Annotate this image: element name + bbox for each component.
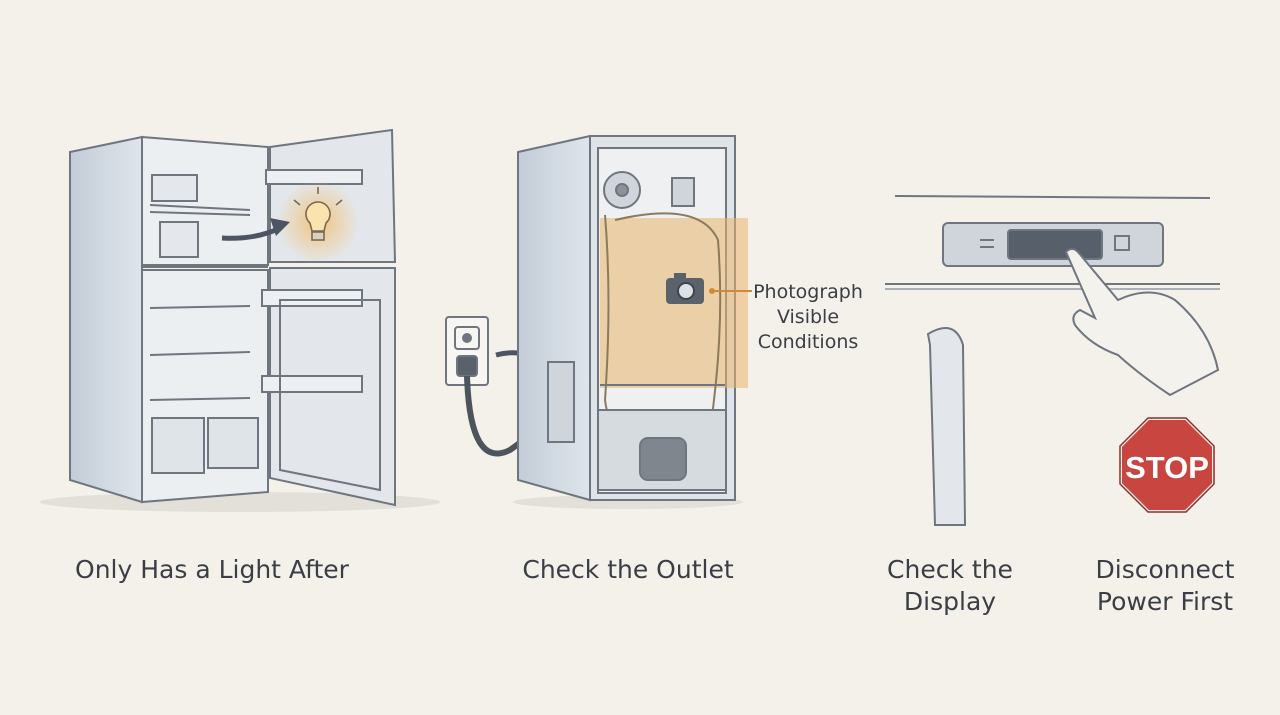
pointing-hand-icon bbox=[1064, 248, 1220, 397]
stop-sign-text: STOP bbox=[1125, 450, 1209, 485]
caption-display-line-1: Check the bbox=[887, 555, 1013, 584]
fridge-back-view bbox=[513, 134, 748, 509]
callout-dot bbox=[709, 288, 715, 294]
caption-check-outlet: Check the Outlet bbox=[522, 555, 734, 584]
photograph-callout-label: Photograph Visible Conditions bbox=[748, 280, 868, 355]
arrow-head-icon bbox=[270, 218, 290, 236]
caption-disconnect-power: Disconnect Power First bbox=[1085, 554, 1245, 618]
caption-display-line-2: Display bbox=[903, 587, 997, 616]
caption-light-after: Only Has a Light After bbox=[75, 555, 349, 584]
open-fridge bbox=[40, 128, 440, 512]
caption-check-display: Check the Display bbox=[870, 554, 1030, 618]
caption-power-line-1: Disconnect bbox=[1095, 555, 1235, 584]
stop-sign-icon: STOP bbox=[1118, 416, 1216, 514]
callout-line-2: Visible bbox=[776, 306, 840, 328]
fridge-front-closeup bbox=[885, 195, 1220, 526]
camera-icon bbox=[666, 273, 704, 304]
caption-power-line-2: Power First bbox=[1096, 587, 1234, 616]
light-bulb-icon bbox=[293, 187, 343, 241]
callout-line-3: Conditions bbox=[757, 331, 859, 353]
wall-outlet bbox=[445, 316, 489, 386]
callout-line-1: Photograph bbox=[753, 281, 863, 303]
